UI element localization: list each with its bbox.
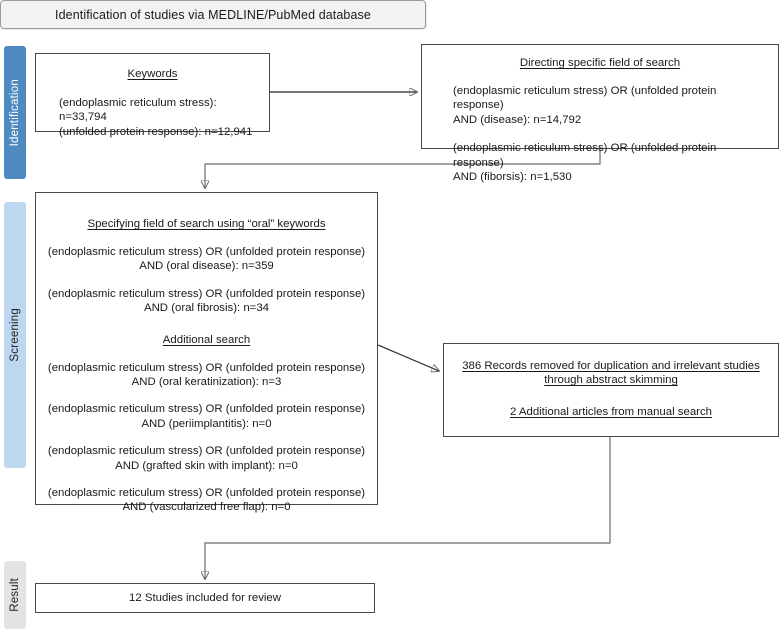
phase-tab-screening: Screening: [4, 202, 26, 468]
phase-label-result: Result: [9, 578, 21, 612]
directing-body-fibrosis: (endoplasmic reticulum stress) OR (unfol…: [453, 142, 717, 184]
phase-tab-identification: Identification: [4, 46, 26, 179]
screening-body-vascularized-free-flap: (endoplasmic reticulum stress) OR (unfol…: [47, 487, 366, 514]
screening-body-oral-keratinization: (endoplasmic reticulum stress) OR (unfol…: [47, 361, 366, 389]
edge-screening-to-removed: [377, 344, 439, 371]
diagram-header-banner: Identification of studies via MEDLINE/Pu…: [0, 0, 426, 29]
node-directing-field-of-search: Directing specific field of search (endo…: [421, 44, 779, 183]
phase-tab-result: Result: [4, 561, 26, 629]
screening-body-oral-fibrosis: (endoplasmic reticulum stress) OR (unfol…: [47, 287, 366, 315]
result-body: 12 Studies included for review: [129, 591, 281, 604]
screening-title: Specifying field of search using “oral” …: [87, 218, 326, 230]
screening-body-grafted-skin: (endoplasmic reticulum stress) OR (unfol…: [47, 445, 366, 472]
removed-body-additional-articles: 2 Additional articles from manual search: [510, 405, 712, 418]
screening-body-periimplantitis: (endoplasmic reticulum stress) OR (unfol…: [47, 403, 366, 430]
node-specifying-field-of-search: Specifying field of search using “oral” …: [35, 192, 378, 513]
screening-subtitle-additional-search: Additional search: [162, 333, 251, 346]
node-studies-included: 12 Studies included for review: [35, 583, 375, 613]
keywords-title: Keywords: [127, 68, 178, 80]
node-keywords: Keywords (endoplasmic reticulum stress):…: [35, 53, 270, 138]
phase-label-identification: Identification: [9, 78, 21, 147]
edge-removed-to-result: [205, 437, 611, 579]
removed-body-duplication: 386 Records removed for duplication and …: [462, 360, 760, 387]
diagram-title: Identification of studies via MEDLINE/Pu…: [55, 7, 371, 22]
phase-label-screening: Screening: [9, 308, 21, 362]
node-records-removed: 386 Records removed for duplication and …: [443, 343, 779, 437]
directing-title: Directing specific field of search: [519, 57, 681, 69]
keywords-body: (endoplasmic reticulum stress): n=33,794…: [59, 97, 253, 138]
edge-directing-to-screening: [205, 149, 601, 188]
directing-body-disease: (endoplasmic reticulum stress) OR (unfol…: [453, 85, 717, 126]
screening-body-oral-disease: (endoplasmic reticulum stress) OR (unfol…: [47, 246, 366, 273]
